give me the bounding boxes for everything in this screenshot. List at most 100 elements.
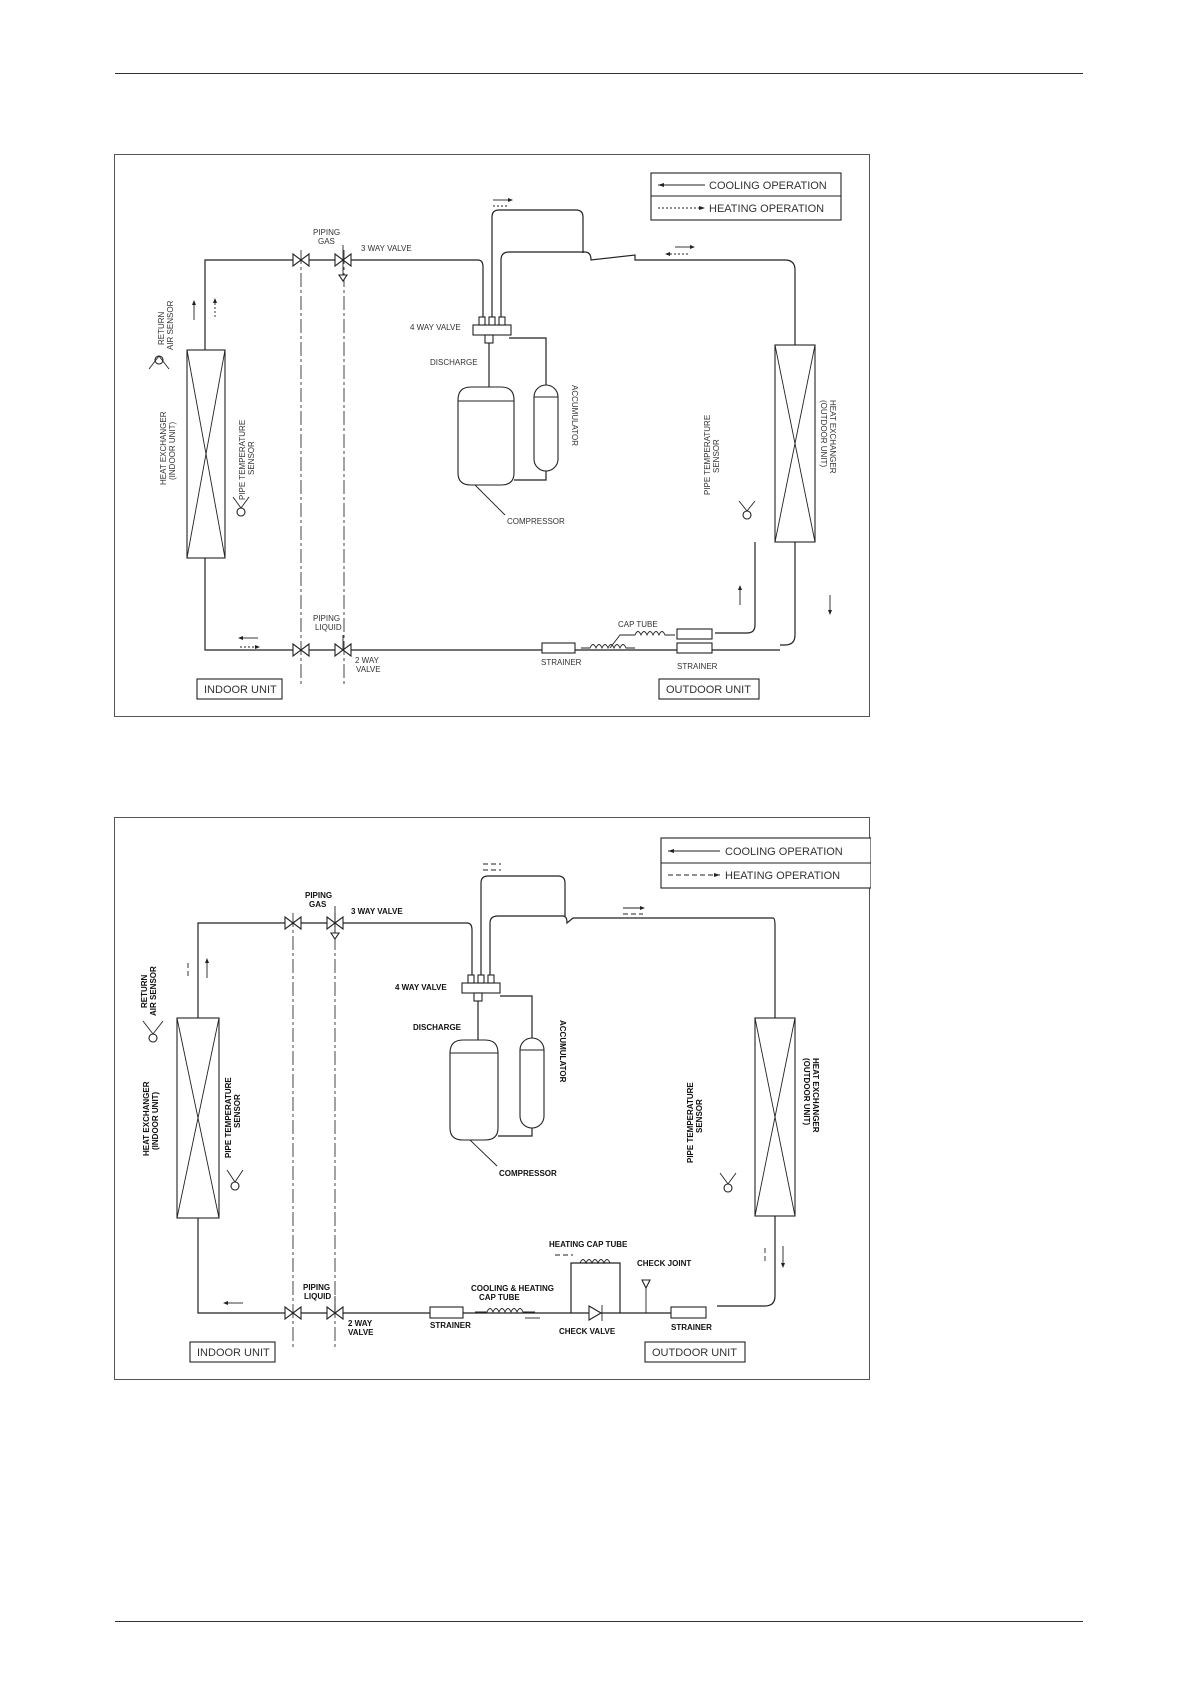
check-joint-label: CHECK JOINT (637, 1259, 691, 1268)
liquid-pipe (204, 558, 780, 651)
header-rule (115, 73, 1083, 74)
outdoor-liquid-pipe (717, 1216, 776, 1307)
two-way-valve-label-1: 2 WAY (348, 1319, 373, 1328)
check-valve-label: CHECK VALVE (559, 1327, 616, 1336)
compressor-label: COMPRESSOR (507, 517, 565, 526)
cooling-heating-cap-tube (475, 1308, 535, 1314)
outdoor-cap-pipe (715, 542, 756, 634)
outdoor-unit-label: OUTDOOR UNIT (666, 684, 751, 696)
diagram-1-svg: COOLING OPERATION HEATING OPERATION (148, 172, 842, 700)
outdoor-heat-exchanger (754, 1017, 796, 1217)
indoor-pipe-temp-label-1: PIPE TEMPERATURE (238, 420, 247, 500)
piping-gas-label-2: GAS (309, 900, 327, 909)
outdoor-liquid-pipe (780, 533, 796, 646)
outdoor-heat-exchanger (774, 344, 816, 543)
legend-heating-label: HEATING OPERATION (725, 870, 840, 882)
indoor-pipe-temp-label-1: PIPE TEMPERATURE (224, 1077, 233, 1158)
piping-gas-label-2: GAS (318, 237, 335, 246)
accumulator-label: ACCUMULATOR (570, 385, 579, 446)
outdoor-pipe-temp-label-1: PIPE TEMPERATURE (686, 1082, 695, 1163)
two-way-valve-label-2: VALVE (348, 1328, 374, 1337)
check-valve (588, 1305, 603, 1321)
suction-gas-pipe (204, 259, 484, 350)
strainer-outdoor-1 (676, 628, 713, 640)
outdoor-pipe-temp-label-2: SENSOR (695, 1099, 704, 1133)
strainer-main-label: STRAINER (430, 1321, 471, 1330)
outdoor-pipe-temp-label-2: SENSOR (712, 439, 721, 473)
cooling-heating-cap-tube-label-1: COOLING & HEATING (471, 1284, 554, 1293)
discharge-label: DISCHARGE (430, 358, 478, 367)
indoor-unit-label: INDOOR UNIT (197, 1347, 270, 1359)
indoor-unit-box (196, 678, 283, 700)
outdoor-pipe-temp-sensor (738, 500, 756, 520)
outdoor-hx-label-1: HEAT EXCHANGER (811, 1058, 820, 1133)
compressor-label: COMPRESSOR (499, 1169, 557, 1178)
cap-tube-lower (581, 644, 635, 650)
legend-cooling-label: COOLING OPERATION (725, 846, 843, 858)
return-air-sensor (148, 355, 170, 370)
indoor-pipe-temp-label-2: SENSOR (233, 1094, 242, 1128)
outdoor-pipe-temp-sensor (719, 1172, 737, 1193)
refrigerant-diagram-2: COOLING OPERATION HEATING OPERATION (114, 817, 871, 1380)
cap-tube-upper (609, 631, 675, 649)
return-air-sensor (142, 1020, 164, 1043)
outdoor-unit-box (644, 1341, 746, 1363)
two-way-valve-label-2: VALVE (356, 665, 381, 674)
footer-rule (115, 1621, 1083, 1622)
legend-heating-label: HEATING OPERATION (709, 203, 824, 215)
four-way-valve (461, 974, 501, 1002)
cooling-heating-cap-tube-label-2: CAP TUBE (479, 1293, 520, 1302)
return-air-sensor-label-1: RETURN (140, 974, 149, 1008)
legend-cooling-label: COOLING OPERATION (709, 180, 827, 192)
discharge-label: DISCHARGE (413, 1023, 462, 1032)
strainer-outdoor-2 (676, 642, 713, 654)
legend-2: COOLING OPERATION HEATING OPERATION (660, 837, 871, 889)
outdoor-hx-label-1: HEAT EXCHANGER (828, 400, 837, 474)
accumulator (533, 384, 559, 472)
discharge-loop-pipe (491, 209, 584, 325)
indoor-unit-box (189, 1341, 276, 1363)
return-air-sensor-label-2: AIR SENSOR (166, 300, 175, 350)
outdoor-gas-pipe (500, 251, 796, 345)
heating-cap-tube (579, 1259, 611, 1265)
outdoor-unit-label: OUTDOOR UNIT (652, 1347, 737, 1359)
suction-gas-pipe (197, 922, 473, 1018)
cap-tube-label: CAP TUBE (618, 620, 658, 629)
piping-liquid-label-2: LIQUID (315, 623, 342, 632)
strainer-main (541, 642, 576, 654)
indoor-hx-label-1: HEAT EXCHANGER (159, 411, 168, 485)
outdoor-pipe-temp-label-1: PIPE TEMPERATURE (703, 415, 712, 495)
liquid-valve (284, 1296, 344, 1321)
outdoor-hx-label-2: (OUTDOOR UNIT) (802, 1058, 811, 1125)
indoor-pipe-temp-sensor (226, 1169, 244, 1191)
indoor-unit-label: INDOOR UNIT (204, 684, 277, 696)
piping-liquid-label-1: PIPING (303, 1283, 330, 1292)
indoor-heat-exchanger (176, 1017, 220, 1219)
strainer-outdoor-label: STRAINER (677, 662, 718, 671)
return-air-sensor-label-1: RETURN (157, 311, 166, 345)
three-way-valve-label: 3 WAY VALVE (351, 907, 403, 916)
four-way-valve (472, 316, 512, 344)
heating-cap-tube-label: HEATING CAP TUBE (549, 1240, 628, 1249)
gas-valve (292, 245, 352, 282)
piping-gas-label-1: PIPING (313, 228, 340, 237)
check-joint (641, 1279, 651, 1313)
gas-valve (284, 906, 344, 940)
indoor-hx-label-1: HEAT EXCHANGER (142, 1081, 151, 1156)
compressor (449, 1039, 499, 1167)
compressor (457, 386, 515, 516)
accumulator (519, 1037, 545, 1129)
outdoor-unit-box (658, 678, 760, 700)
piping-liquid-label-1: PIPING (313, 614, 340, 623)
return-air-sensor-label-2: AIR SENSOR (149, 966, 158, 1016)
outdoor-gas-pipe (489, 915, 776, 1018)
indoor-heat-exchanger (186, 349, 226, 559)
indoor-pipe-temp-sensor (232, 496, 250, 517)
four-way-valve-label: 4 WAY VALVE (410, 323, 461, 332)
heating-cap-bypass (570, 1262, 621, 1313)
four-way-valve-label: 4 WAY VALVE (395, 983, 447, 992)
flow-arrows (187, 863, 785, 1319)
liquid-valve (292, 635, 352, 658)
accumulator-label: ACCUMULATOR (558, 1020, 567, 1083)
piping-gas-label-1: PIPING (305, 891, 332, 900)
